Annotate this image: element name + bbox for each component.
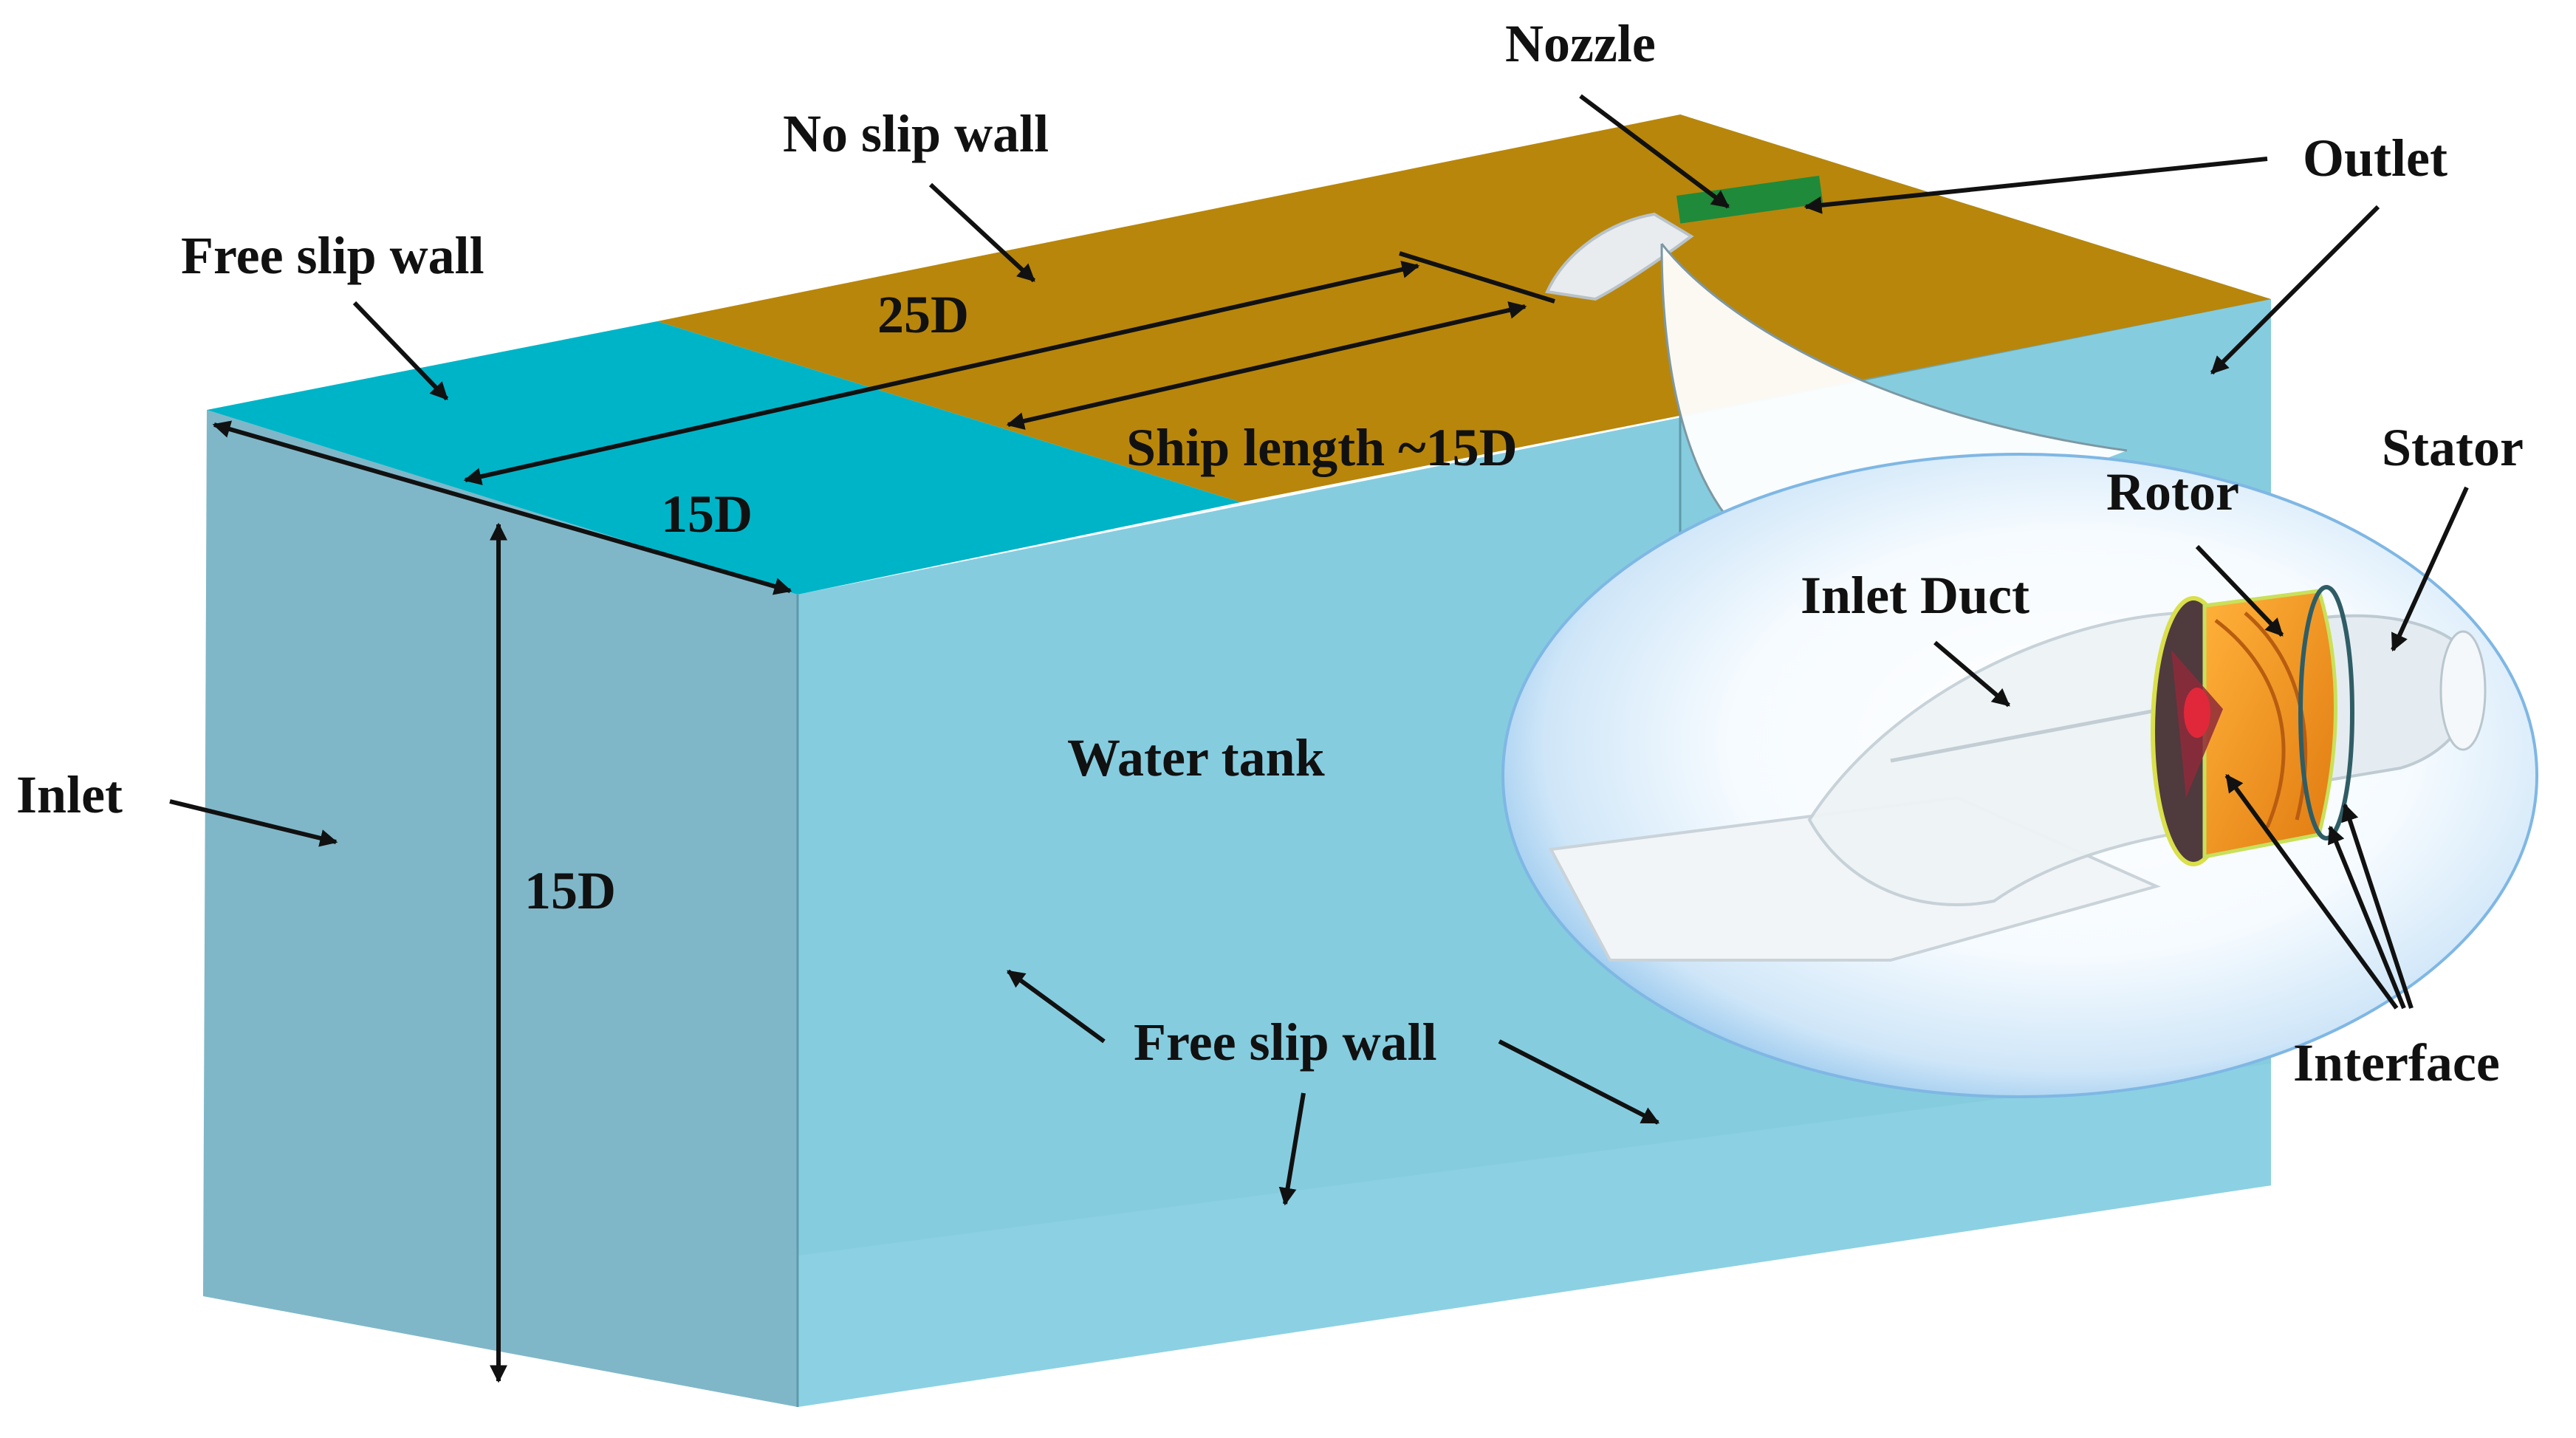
stator-label: Stator (2382, 418, 2524, 477)
free-slip-bottom-arrow-2 (1498, 1039, 1660, 1125)
ship-length-line (1006, 301, 1527, 430)
outlet-arrow-2 (2210, 205, 2380, 375)
interface-arrow-3 (2341, 803, 2414, 1009)
zoom-cone-edge (1660, 243, 2128, 452)
stator-arrow (2391, 486, 2469, 652)
nozzle-arrow (1579, 94, 1730, 209)
free-slip-bottom-arrow-1 (1007, 969, 1106, 1044)
inlet-arrow (169, 799, 338, 847)
free-slip-wall-bottom-label: Free slip wall (1134, 1013, 1437, 1072)
duct-shaft (1890, 707, 2165, 763)
free-slip-top-arrow (352, 301, 449, 401)
dim-15d-height-label: 15D (524, 861, 616, 920)
free-slip-wall-top-label: Free slip wall (181, 226, 484, 285)
water-tank-label: Water tank (1067, 728, 1325, 787)
interface-arrow-2 (2328, 825, 2406, 1010)
rotor-hub (2184, 688, 2210, 738)
ship-duct-top (1545, 212, 1694, 301)
stator-cap (2439, 630, 2487, 751)
ship-length-label: Ship length ~15D (1126, 418, 1518, 477)
annotation-arrows (169, 94, 2469, 1383)
nozzle-component (1676, 175, 1823, 224)
nozzle-label: Nozzle (1505, 14, 1656, 73)
waterjet-model (1548, 585, 2487, 962)
interface-arrow-1 (2224, 774, 2399, 1010)
inlet-duct-arrow (1933, 640, 2010, 708)
rotor-arrow (2195, 544, 2284, 637)
dim-25d-tick (1399, 251, 1555, 304)
interface-label: Interface (2293, 1033, 2500, 1092)
dim-15d-width-line (212, 420, 792, 595)
rotor-label: Rotor (2106, 462, 2239, 521)
front-face-shade (798, 1064, 2271, 1407)
no-slip-wall-label: No slip wall (783, 104, 1049, 163)
outlet-arrow-1 (1803, 157, 2268, 214)
inlet-duct-label: Inlet Duct (1801, 566, 2029, 625)
blade-edge-1 (2214, 619, 2286, 828)
dim-15d-width-label: 15D (661, 485, 753, 544)
free-slip-bottom-arrow-3 (1278, 1092, 1306, 1206)
interface-ring-back (2298, 585, 2354, 840)
dim-25d-label: 25D (877, 285, 969, 344)
inlet-label: Inlet (16, 765, 123, 824)
outlet-label: Outlet (2303, 129, 2447, 188)
